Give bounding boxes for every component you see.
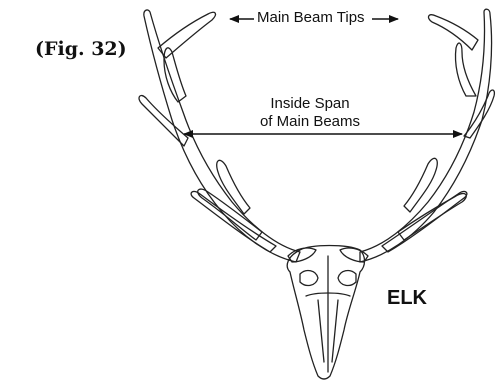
left-fourth-tine bbox=[139, 96, 188, 146]
right-fifth-tine bbox=[455, 43, 476, 96]
left-eye-socket bbox=[300, 271, 318, 286]
left-bez-tine bbox=[198, 189, 262, 240]
main-beam-tips-label: Main Beam Tips bbox=[257, 9, 365, 26]
inside-span-line-2: of Main Beams bbox=[254, 113, 366, 131]
inside-span-label: Inside Span of Main Beams bbox=[254, 95, 366, 131]
inside-span-line-1: Inside Span bbox=[254, 95, 366, 113]
right-fourth-tine bbox=[464, 90, 494, 138]
figure-label: (Fig. 32) bbox=[35, 38, 127, 60]
left-fifth-tine bbox=[164, 48, 186, 102]
right-trez-tine bbox=[404, 158, 437, 212]
elk-skull bbox=[287, 246, 364, 380]
animal-label: ELK bbox=[387, 287, 427, 310]
right-royal-tine bbox=[429, 15, 478, 50]
left-royal-tine bbox=[158, 12, 215, 58]
right-eye-socket bbox=[338, 271, 356, 286]
